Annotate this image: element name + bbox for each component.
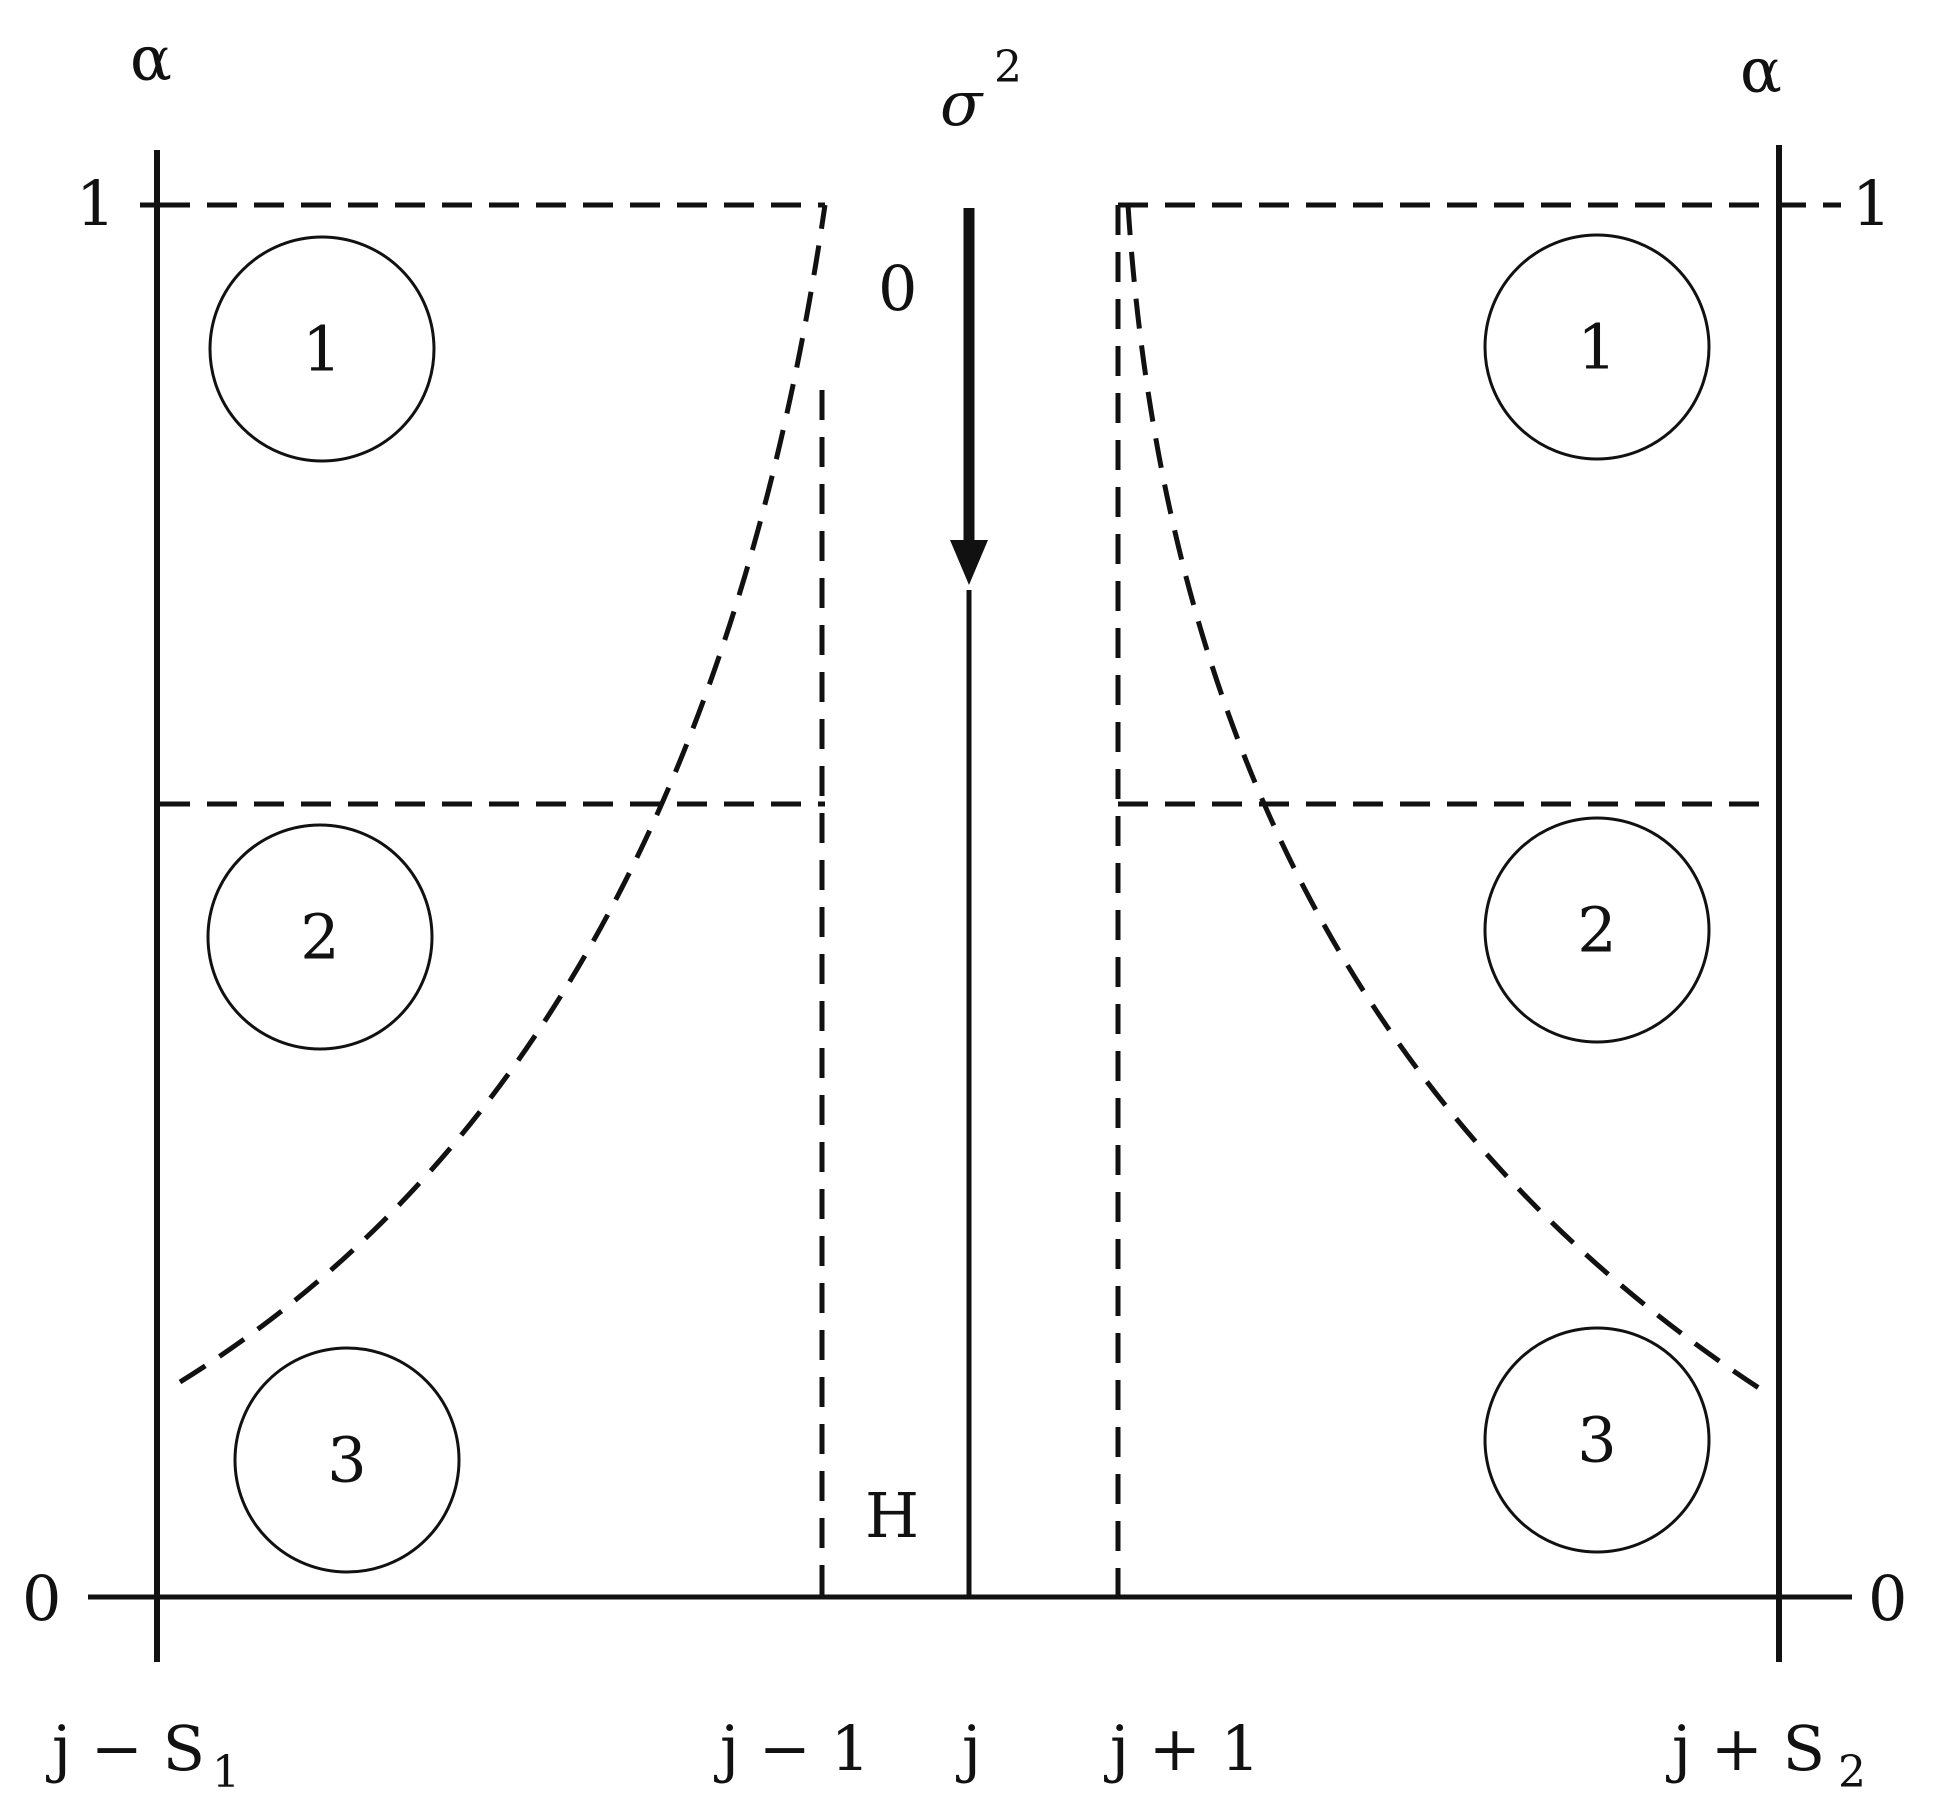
label-j-plus-1: j + 1 (1104, 1712, 1260, 1785)
zone-number-right-3: 3 (1577, 1404, 1616, 1477)
zone-number-right-2: 2 (1577, 894, 1616, 967)
alpha-label-left: α (130, 22, 172, 95)
label-j-plus-s2-subscript: 2 (1838, 1747, 1866, 1798)
zone-number-left-3: 3 (327, 1424, 366, 1497)
zone-circle-right-2 (1483, 816, 1711, 1044)
label-j-minus-1: j − 1 (714, 1712, 870, 1785)
label-j-minus-s1: j − S (46, 1712, 205, 1785)
label-j-plus-s2: j + S (1666, 1712, 1825, 1785)
zone-number-left-2: 2 (300, 901, 339, 974)
zero-label-right: 0 (1868, 1562, 1907, 1635)
label-j: j (956, 1712, 981, 1785)
alpha-label-right: α (1740, 34, 1782, 107)
one-label-right: 1 (1852, 167, 1891, 240)
label-j-minus-s1-subscript: 1 (212, 1747, 240, 1798)
dashed-curve-left (178, 204, 828, 1385)
zone-circle-left-2 (206, 823, 434, 1051)
dashed-curve-right (1125, 204, 1764, 1393)
sigma-label: σ (940, 67, 984, 140)
sigma-exponent: 2 (994, 42, 1022, 93)
one-label-left: 1 (76, 167, 115, 240)
zone-number-right-1: 1 (1577, 311, 1616, 384)
zero-label-top: 0 (878, 252, 917, 325)
zone-circle-right-1 (1483, 233, 1711, 461)
load-arrow-head (950, 540, 988, 585)
H-label: H (865, 1479, 919, 1552)
zone-circle-left-1 (208, 235, 436, 463)
zone-circle-right-3 (1483, 1326, 1711, 1554)
zero-label-left: 0 (22, 1562, 61, 1635)
zone-circle-left-3 (233, 1346, 461, 1574)
zone-number-left-1: 1 (302, 313, 341, 386)
